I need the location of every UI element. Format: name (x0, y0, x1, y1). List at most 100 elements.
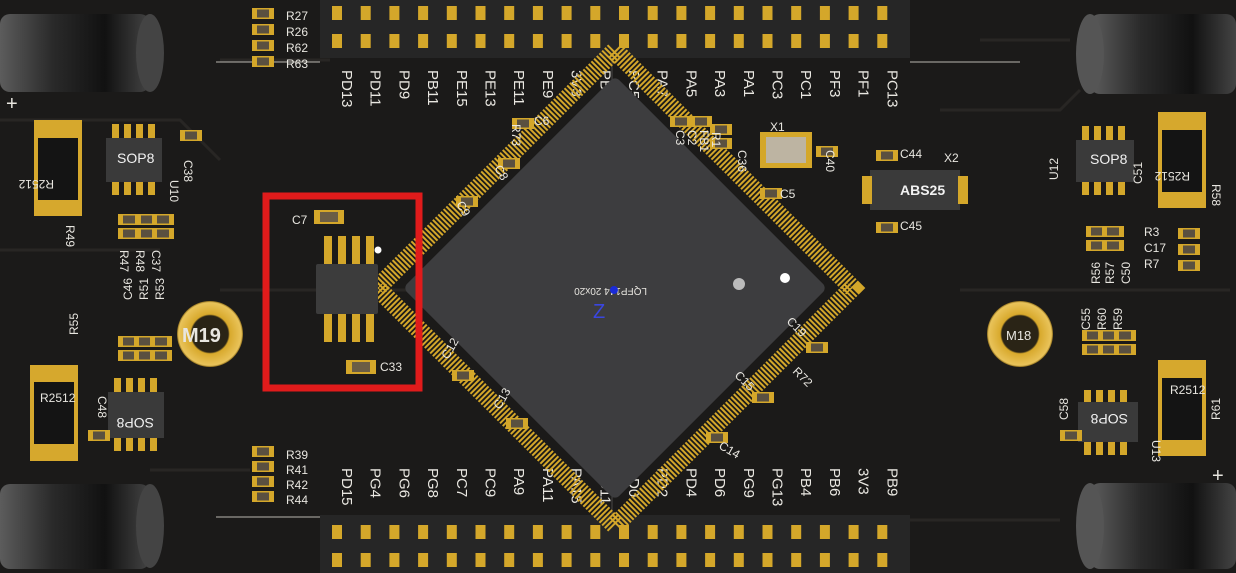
header-pin (360, 553, 371, 567)
svg-text:R2512: R2512 (1170, 383, 1206, 397)
smd-component (1114, 330, 1136, 341)
svg-text:C38: C38 (181, 160, 195, 182)
smd-component (1178, 228, 1200, 239)
bottom-pin-label: PG6 (395, 468, 412, 498)
r2512-resistor-right-bottom: R2512 (1158, 360, 1206, 456)
svg-text:SOP8: SOP8 (117, 150, 155, 166)
smd-component (136, 228, 158, 239)
header-pin (733, 553, 744, 567)
mounting-hole-m18: M18 (987, 301, 1053, 367)
svg-text:M18: M18 (1006, 328, 1031, 343)
svg-text:X2: X2 (944, 151, 959, 165)
smd-component (88, 430, 110, 441)
svg-text:+: + (1212, 465, 1224, 487)
bottom-pin-label: PB4 (797, 468, 814, 496)
bottom-pin-label: PA11 (539, 468, 556, 502)
bottom-pin-label: PA9 (510, 468, 527, 495)
smd-component (816, 146, 838, 157)
svg-text:C40: C40 (823, 150, 837, 172)
header-pin (676, 6, 687, 20)
header-pin (733, 525, 744, 539)
bottom-pin-label: PC9 (482, 468, 499, 497)
header-pin (360, 6, 371, 20)
smd-component (752, 392, 774, 403)
svg-text:C6: C6 (534, 114, 550, 128)
top-pin-label: PE13 (482, 70, 499, 107)
top-pin-label: PF1 (855, 70, 872, 98)
svg-text:R2512: R2512 (1154, 169, 1190, 183)
svg-text:C36: C36 (735, 150, 749, 172)
smd-component (1086, 226, 1108, 237)
svg-text:C8: C8 (491, 163, 511, 184)
header-pin (676, 34, 687, 48)
header-pin (848, 553, 859, 567)
header-pin (532, 6, 543, 20)
component-ref-labels: C38 U10 R49 R47 R48 C37 C46 R51 R53 R55 … (63, 114, 1223, 462)
header-pin (647, 525, 658, 539)
smd-passives (88, 8, 1200, 502)
header-pin (332, 553, 342, 567)
smd-component (706, 432, 728, 443)
smd-component (1082, 344, 1104, 355)
sop8-left-top: SOP8 (106, 124, 162, 195)
top-pin-header (320, 0, 910, 58)
header-pin (360, 525, 371, 539)
header-pin (389, 525, 400, 539)
smd-component (252, 56, 274, 67)
header-pin (877, 525, 888, 539)
header-pin (332, 34, 342, 48)
svg-text:R59: R59 (1111, 308, 1125, 330)
header-pin (647, 34, 658, 48)
smd-component (512, 118, 534, 129)
svg-text:C9: C9 (453, 199, 473, 220)
header-pin (446, 34, 457, 48)
svg-text:R53: R53 (153, 278, 167, 300)
top-pin-label: PA5 (682, 70, 699, 97)
bottom-pin-label: PB9 (883, 468, 900, 496)
smd-component (710, 124, 732, 135)
smd-component (1102, 226, 1124, 237)
svg-text:+: + (6, 93, 18, 115)
header-pin (705, 553, 716, 567)
svg-text:R63: R63 (286, 57, 308, 71)
sop8-right-top: SOP8 (1076, 126, 1134, 195)
header-pin (475, 34, 486, 48)
svg-text:R60: R60 (1095, 308, 1109, 330)
smd-component (1114, 344, 1136, 355)
svg-text:C45: C45 (900, 219, 922, 233)
smd-component (136, 214, 158, 225)
header-pin (619, 6, 629, 20)
bottom-pin-label: PG13 (769, 468, 786, 506)
header-pin (791, 525, 802, 539)
top-pin-label: PD13 (338, 70, 355, 108)
header-pin (504, 6, 515, 20)
header-pin (877, 553, 888, 567)
resistor-array-bottom: R39 R41 R42 R44 (286, 448, 308, 507)
smd-component (1178, 260, 1200, 271)
svg-text:C5: C5 (780, 187, 796, 201)
header-pin (504, 34, 515, 48)
highlighted-sop8-chip[interactable]: C7 C33 (292, 210, 402, 374)
smd-component (456, 196, 478, 207)
mounting-hole-m19: M19 (177, 301, 243, 367)
svg-text:C7: C7 (292, 213, 308, 227)
svg-text:C48: C48 (95, 396, 109, 418)
svg-text:C17: C17 (1144, 241, 1166, 255)
resistor-array-top: R27 R26 R62 R63 (286, 9, 308, 71)
electrolytic-cap-bottom-right (1076, 483, 1236, 569)
header-pin (418, 525, 429, 539)
header-pin (475, 525, 486, 539)
smd-component (252, 24, 274, 35)
top-pin-label: PA7 (654, 70, 671, 97)
svg-text:C14: C14 (717, 438, 743, 461)
r2512-resistor-left-top: R2512 (18, 120, 82, 216)
sop8-right-bottom: SOP8 (1078, 390, 1138, 455)
top-pin-label: PC13 (883, 70, 900, 108)
svg-text:R26: R26 (286, 25, 308, 39)
svg-text:U10: U10 (167, 180, 181, 202)
smd-component (1098, 330, 1120, 341)
top-pin-label: PF3 (826, 70, 843, 98)
svg-text:C44: C44 (900, 147, 922, 161)
header-pin (389, 553, 400, 567)
bottom-pin-label: PD6 (711, 468, 728, 497)
